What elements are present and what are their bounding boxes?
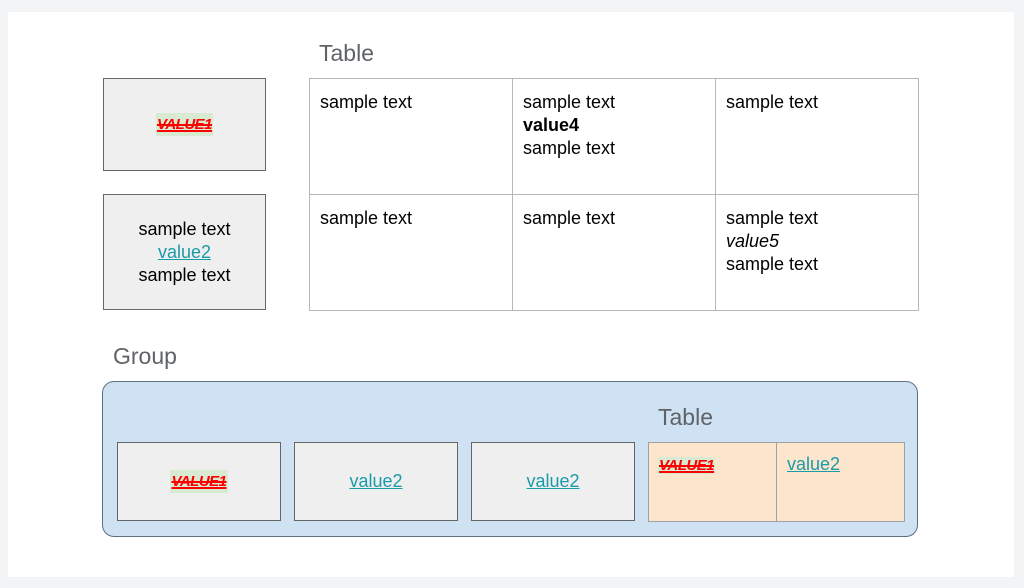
table-cell: value2: [776, 442, 905, 522]
table-cell: sample text: [512, 194, 716, 311]
top-table-title: Table: [319, 40, 374, 66]
box-text-line: sample text: [138, 264, 231, 285]
value2-box: value2: [471, 442, 635, 521]
value1-tag: VALUE1: [155, 113, 214, 136]
value2-link[interactable]: value2: [526, 471, 580, 491]
value1-box: VALUE1: [103, 78, 266, 171]
group-title: Group: [113, 343, 177, 369]
group-table: VALUE1 value2: [648, 442, 905, 522]
table-cell: sample text value5 sample text: [715, 194, 919, 311]
value1-tag: VALUE1: [170, 470, 228, 493]
box-text-line: sample text: [138, 218, 231, 239]
table-cell: sample text: [309, 194, 513, 311]
top-table: sample text sample text value4 sample te…: [309, 78, 919, 311]
value1-tag: VALUE1: [658, 457, 716, 474]
diagram-canvas: Table VALUE1 sample text value2 sample t…: [8, 12, 1014, 577]
value5-text: value5: [726, 231, 780, 251]
value2-link[interactable]: value2: [349, 471, 403, 491]
value2-link[interactable]: value2: [787, 454, 841, 474]
value2-link[interactable]: value2: [157, 241, 212, 262]
group-table-title: Table: [658, 404, 713, 430]
table-cell: VALUE1: [648, 442, 777, 522]
table-cell: sample text: [309, 78, 513, 195]
group-container: Table VALUE1 value2 value2 VALUE1 value2: [102, 381, 918, 537]
value2-box: value2: [294, 442, 458, 521]
table-cell: sample text value4 sample text: [512, 78, 716, 195]
value1-box: VALUE1: [117, 442, 281, 521]
value2-box: sample text value2 sample text: [103, 194, 266, 310]
value4-text: value4: [523, 115, 580, 135]
table-cell: sample text: [715, 78, 919, 195]
